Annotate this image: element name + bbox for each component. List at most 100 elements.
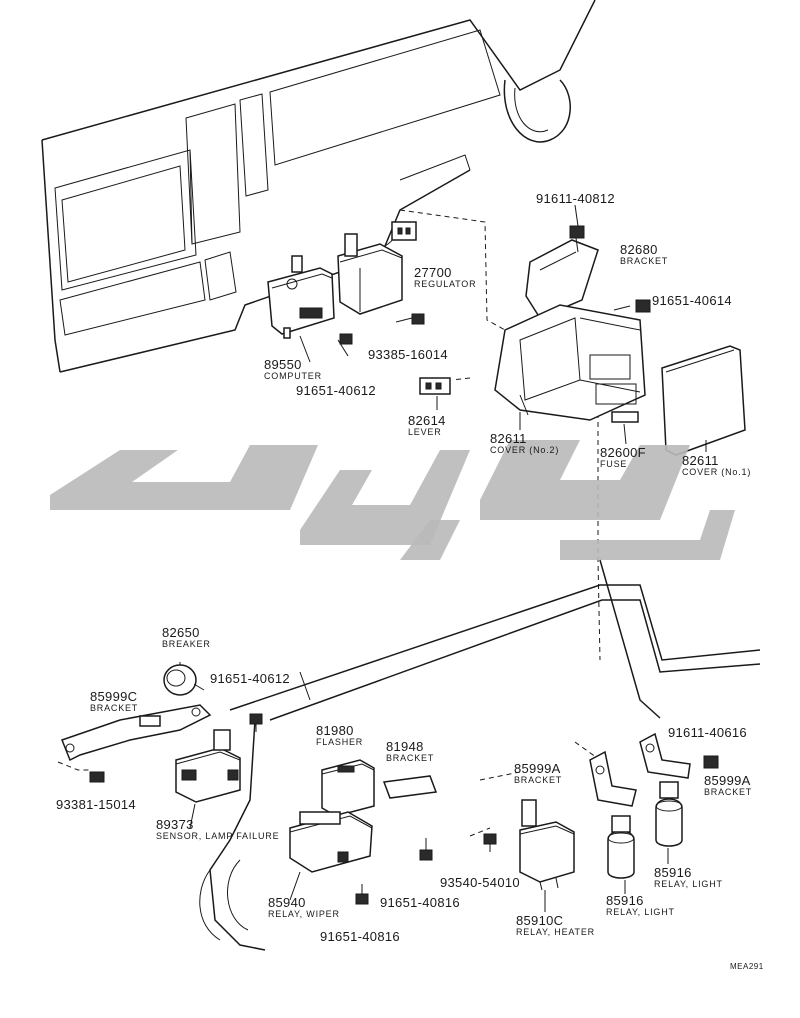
callout-91611-40812: 91611-40812 <box>536 192 615 205</box>
part-name: RELAY, WIPER <box>268 909 340 919</box>
regulator-part <box>337 221 417 315</box>
callout-93385-16014: 93385-16014 <box>368 348 448 361</box>
part-number: 81948 <box>386 739 424 754</box>
screw-91651-40816-a <box>419 838 433 861</box>
callout-82650: 82650 BREAKER <box>162 626 211 649</box>
part-number: 85916 <box>654 865 692 880</box>
part-name: COMPUTER <box>264 371 322 381</box>
part-name: RELAY, HEATER <box>516 927 595 937</box>
callout-85910c: 85910C RELAY, HEATER <box>516 914 595 937</box>
part-number: 91651-40612 <box>296 383 376 398</box>
computer-part <box>267 255 335 339</box>
part-name: REGULATOR <box>414 279 477 289</box>
part-name: LEVER <box>408 427 442 437</box>
part-number: 91651-40816 <box>380 895 460 910</box>
part-name: BRACKET <box>514 775 563 785</box>
screw-91651-40612-mid <box>249 713 263 732</box>
fuse-part <box>611 411 639 423</box>
part-number: 82680 <box>620 242 658 257</box>
bracket-85999a-right-part <box>639 732 691 779</box>
part-number: 85910C <box>516 913 564 928</box>
bracket-81948-part <box>382 775 438 799</box>
part-name: BRACKET <box>620 256 669 266</box>
fuse-box-part <box>494 304 646 421</box>
callout-85999c: 85999C BRACKET <box>90 690 138 713</box>
callout-82680: 82680 BRACKET <box>620 243 668 266</box>
callout-91651-40816-b: 91651-40816 <box>320 930 400 943</box>
part-name: FLASHER <box>316 737 364 747</box>
part-number: 85999A <box>704 773 751 788</box>
part-number: 93540-54010 <box>440 875 520 890</box>
part-name: COVER (No.2) <box>490 445 560 455</box>
part-number: 91651-40612 <box>210 671 290 686</box>
callout-81948: 81948 BRACKET <box>386 740 434 763</box>
callout-82611-no1: 82611 COVER (No.1) <box>682 454 751 477</box>
callout-82611-no2: 82611 COVER (No.2) <box>490 432 559 455</box>
figure-code: MEA291 <box>730 962 764 971</box>
callout-91651-40614: 91651-40614 <box>652 294 732 307</box>
heater-relay-part <box>519 799 575 891</box>
callout-91651-40816-a: 91651-40816 <box>380 896 460 909</box>
part-name: SENSOR, LAMP FAILURE <box>156 831 280 841</box>
callout-91651-40612-mid: 91651-40612 <box>210 672 290 685</box>
part-number: 27700 <box>414 265 452 280</box>
callout-93540-54010: 93540-54010 <box>440 876 520 889</box>
callout-82614: 82614 LEVER <box>408 414 446 437</box>
part-number: 82611 <box>490 431 527 446</box>
part-number: 85916 <box>606 893 644 908</box>
part-number: 89550 <box>264 357 302 372</box>
light-relay-right-part <box>655 781 683 847</box>
screw-93385-16014 <box>395 313 425 325</box>
bracket-85999a-left-part <box>589 750 637 807</box>
part-number: 81980 <box>316 723 354 738</box>
part-number: 91651-40816 <box>320 929 400 944</box>
part-name: RELAY, LIGHT <box>654 879 723 889</box>
screw-91651-40816-b <box>355 884 369 905</box>
flasher-part <box>321 759 375 817</box>
screw-91611-40616 <box>703 755 719 769</box>
callout-91611-40616: 91611-40616 <box>668 726 747 739</box>
part-number: 91611-40616 <box>668 725 747 740</box>
cover-no1-part <box>661 345 746 456</box>
screw-93540-54010 <box>483 833 497 852</box>
part-name: BRACKET <box>386 753 435 763</box>
callout-82600f: 82600F FUSE <box>600 446 646 469</box>
bracket-85999c-part <box>61 704 212 762</box>
lamp-failure-sensor-part <box>175 729 241 803</box>
screw-91651-40612-top <box>337 333 353 357</box>
callout-85916-left: 85916 RELAY, LIGHT <box>606 894 675 917</box>
callout-85916-right: 85916 RELAY, LIGHT <box>654 866 723 889</box>
callout-27700: 27700 REGULATOR <box>414 266 476 289</box>
wiper-relay-part <box>289 811 373 873</box>
callout-85999a-right: 85999A BRACKET <box>704 774 752 797</box>
part-number: 82600F <box>600 445 646 460</box>
part-number: 93385-16014 <box>368 347 448 362</box>
callout-93381-15014: 93381-15014 <box>56 798 136 811</box>
part-number: 82614 <box>408 413 446 428</box>
breaker-part <box>163 664 205 696</box>
part-number: 91611-40812 <box>536 191 615 206</box>
part-number: 91651-40614 <box>652 293 732 308</box>
bracket-82680-part <box>525 225 651 319</box>
part-number: 85999A <box>514 761 561 776</box>
callout-81980: 81980 FLASHER <box>316 724 363 747</box>
callout-85999a-left: 85999A BRACKET <box>514 762 562 785</box>
part-number: 85940 <box>268 895 306 910</box>
part-number: 82611 <box>682 453 719 468</box>
callout-89550: 89550 COMPUTER <box>264 358 322 381</box>
part-number: 89373 <box>156 817 194 832</box>
callout-89373: 89373 SENSOR, LAMP FAILURE <box>156 818 279 841</box>
watermark-logo <box>50 440 735 560</box>
part-name: COVER (No.1) <box>682 467 752 477</box>
lower-panel-outline <box>199 559 761 951</box>
light-relay-left-part <box>607 815 635 879</box>
part-name: RELAY, LIGHT <box>606 907 675 917</box>
part-name: BREAKER <box>162 639 211 649</box>
part-number: 82650 <box>162 625 200 640</box>
callout-91651-40612-top: 91651-40612 <box>296 384 376 397</box>
part-number: 85999C <box>90 689 138 704</box>
part-name: FUSE <box>600 459 628 469</box>
part-name: BRACKET <box>704 787 753 797</box>
